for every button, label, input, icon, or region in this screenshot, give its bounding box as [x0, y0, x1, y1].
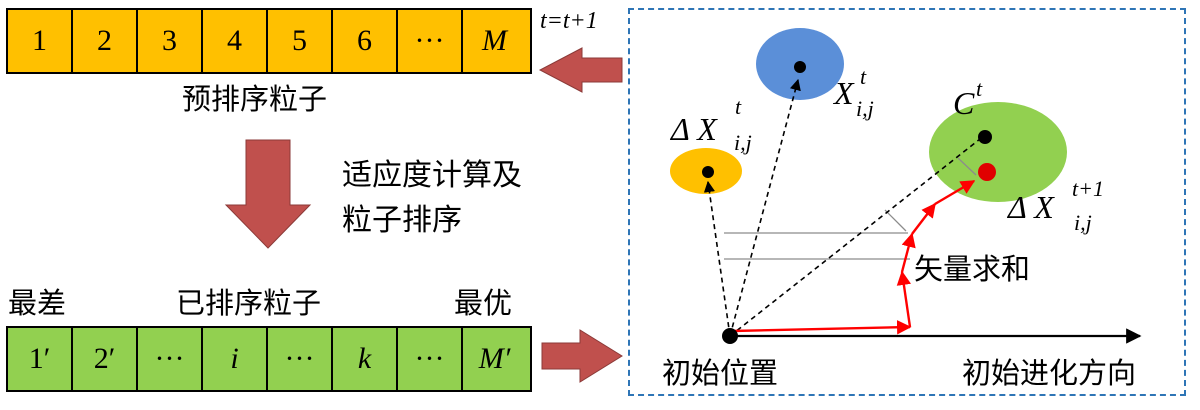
evolution-panel [628, 8, 1186, 396]
pre-sorted-caption: 预排序粒子 [182, 82, 328, 116]
initial-direction-label: 初始进化方向 [962, 356, 1137, 390]
sorted-cell-ellipsis-2: ··· [268, 328, 333, 390]
fitness-label-line2: 粒子排序 [342, 203, 462, 238]
svg-text:Δ X: Δ X [1006, 189, 1055, 225]
dashed-vector-green [729, 138, 981, 337]
particle-cell-4: 4 [203, 10, 268, 72]
svg-text:C: C [953, 85, 975, 121]
dashed-vector-yellow [703, 180, 731, 337]
origin-point [722, 328, 738, 344]
particle-cell-2: 2 [73, 10, 138, 72]
initial-position-label: 初始位置 [662, 356, 779, 390]
svg-text:t: t [976, 76, 983, 101]
svg-text:Δ X: Δ X [669, 111, 718, 147]
down-block-arrow [224, 139, 312, 249]
svg-text:X: X [832, 75, 855, 111]
best-label: 最优 [454, 286, 513, 320]
right-block-arrow [541, 329, 623, 383]
sorted-cell-2: 2′ [73, 328, 138, 390]
left-block-arrow [538, 47, 623, 93]
yellow-point [702, 166, 714, 178]
particle-cell-6: 6 [333, 10, 398, 72]
particle-cell-ellipsis: ··· [398, 10, 463, 72]
svg-text:t: t [860, 64, 867, 89]
sorted-cell-M-prime: M′ [463, 328, 526, 390]
dashed-vector-blue [729, 78, 801, 337]
c-label: C t [953, 76, 983, 121]
sorted-cell-ellipsis-3: ··· [398, 328, 463, 390]
delta-x-label: Δ X t i,j [669, 94, 752, 155]
sorted-particles-label: 已排序粒子 [176, 286, 322, 320]
sorted-cell-ellipsis-1: ··· [138, 328, 203, 390]
blue-point [794, 61, 806, 73]
svg-text:i,j: i,j [856, 96, 874, 121]
sorted-cell-k: k [333, 328, 398, 390]
x-label: X t i,j [832, 64, 874, 121]
worst-label: 最差 [8, 286, 67, 320]
green-ellipse [929, 102, 1067, 202]
svg-text:t: t [735, 94, 742, 119]
svg-text:t+1: t+1 [1072, 176, 1104, 201]
pre-sorted-particles-row: 1 2 3 4 5 6 ··· M [6, 8, 532, 74]
fitness-label-line1: 适应度计算及 [342, 158, 522, 193]
sorted-cell-i: i [203, 328, 268, 390]
vector-sum-label: 矢量求和 [914, 252, 1031, 286]
particle-cell-5: 5 [268, 10, 333, 72]
particle-cell-3: 3 [138, 10, 203, 72]
sorted-particles-row: 1′ 2′ ··· i ··· k ··· M′ [6, 326, 532, 392]
delta-x-next-label: Δ X t+1 i,j [1006, 176, 1104, 235]
particle-cell-M: M [463, 10, 526, 72]
particle-cell-1: 1 [8, 10, 73, 72]
sorted-cell-1: 1′ [8, 328, 73, 390]
svg-text:i,j: i,j [734, 130, 752, 155]
iteration-label: t=t+1 [540, 8, 598, 34]
center-point [978, 130, 992, 144]
svg-text:i,j: i,j [1074, 210, 1092, 235]
red-point [978, 163, 996, 181]
